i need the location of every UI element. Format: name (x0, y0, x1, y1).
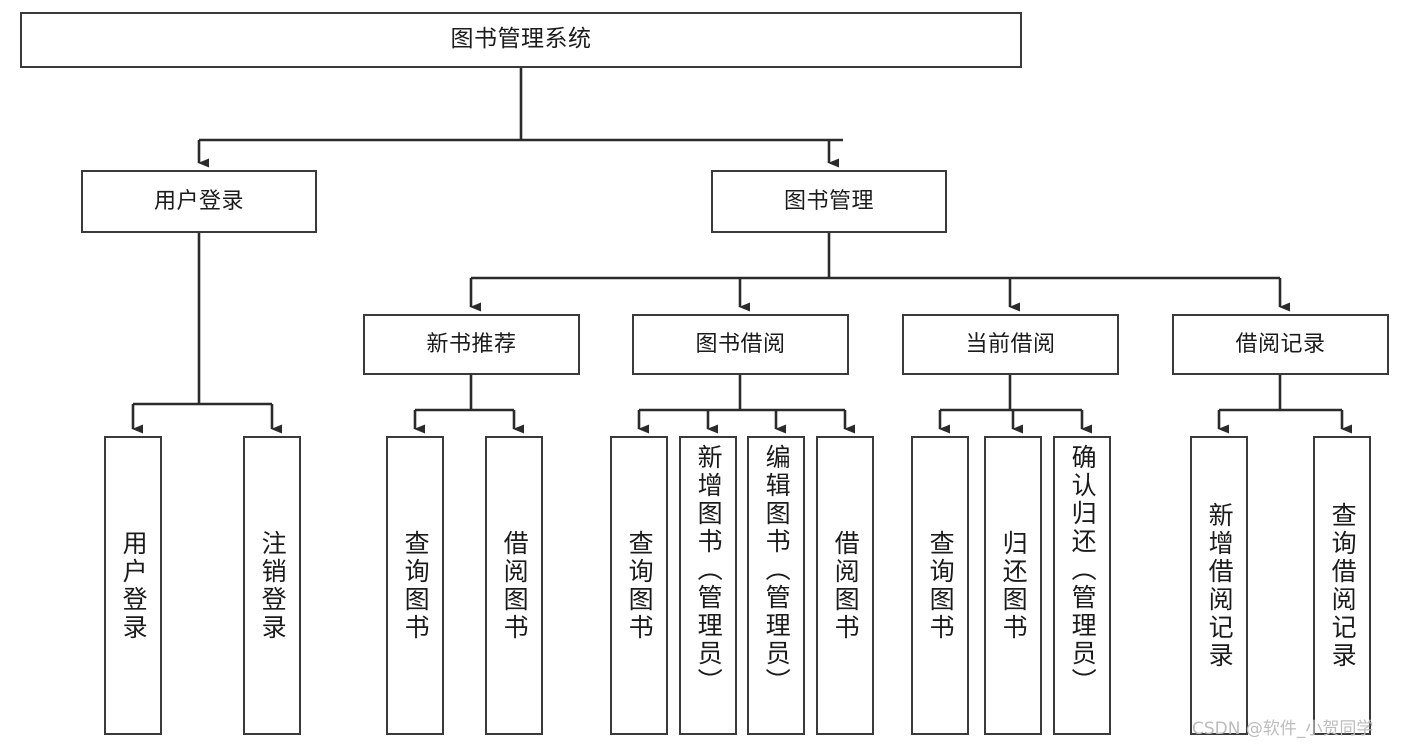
node-label: 图书管理 (783, 188, 874, 214)
leaf-add-book-admin[interactable]: 新增图书（管理员） (679, 436, 737, 735)
node-current-borrowing[interactable]: 当前借阅 (902, 314, 1119, 375)
node-label: 注销登录 (258, 529, 288, 642)
node-new-book-recommendation[interactable]: 新书推荐 (363, 314, 580, 375)
leaf-user-login[interactable]: 用户登录 (104, 436, 162, 735)
leaf-return-books[interactable]: 归还图书 (984, 436, 1042, 735)
node-book-management[interactable]: 图书管理 (711, 170, 947, 233)
node-label: 新书推荐 (426, 331, 517, 357)
node-label: 查询图书 (401, 529, 431, 642)
node-label: 用户登录 (119, 529, 149, 642)
node-root-library-system[interactable]: 图书管理系统 (20, 12, 1022, 68)
leaf-query-books-newbook[interactable]: 查询图书 (386, 436, 444, 735)
node-label: 归还图书 (999, 529, 1029, 642)
leaf-confirm-return-admin[interactable]: 确认归还（管理员） (1053, 436, 1111, 735)
leaf-query-borrow-record[interactable]: 查询借阅记录 (1313, 436, 1371, 735)
node-label: 编辑图书（管理员） (762, 444, 792, 696)
leaf-edit-book-admin[interactable]: 编辑图书（管理员） (747, 436, 805, 735)
leaf-add-borrow-record[interactable]: 新增借阅记录 (1190, 436, 1248, 735)
node-label: 查询借阅记录 (1328, 501, 1358, 670)
node-borrowing-records[interactable]: 借阅记录 (1172, 314, 1389, 375)
node-label: 图书管理系统 (450, 26, 592, 53)
node-label: 确认归还（管理员） (1068, 444, 1098, 696)
node-label: 用户登录 (153, 188, 244, 214)
leaf-borrow-books-borrowing[interactable]: 借阅图书 (816, 436, 874, 735)
leaf-logout[interactable]: 注销登录 (243, 436, 301, 735)
node-label: 借阅记录 (1235, 331, 1326, 357)
leaf-query-books-current[interactable]: 查询图书 (911, 436, 969, 735)
node-label: 当前借阅 (965, 331, 1056, 357)
node-label: 借阅图书 (831, 529, 861, 642)
node-label: 新增图书（管理员） (694, 444, 724, 696)
leaf-query-books-borrowing[interactable]: 查询图书 (610, 436, 668, 735)
leaf-borrow-books-newbook[interactable]: 借阅图书 (485, 436, 543, 735)
node-book-borrowing[interactable]: 图书借阅 (632, 314, 849, 375)
node-label: 查询图书 (625, 529, 655, 642)
csdn-watermark: CSDN @软件_小贺同学 (1192, 719, 1374, 739)
node-label: 图书借阅 (695, 331, 786, 357)
node-label: 新增借阅记录 (1205, 501, 1235, 670)
node-label: 查询图书 (926, 529, 956, 642)
node-label: 借阅图书 (500, 529, 530, 642)
node-user-login[interactable]: 用户登录 (81, 170, 317, 233)
